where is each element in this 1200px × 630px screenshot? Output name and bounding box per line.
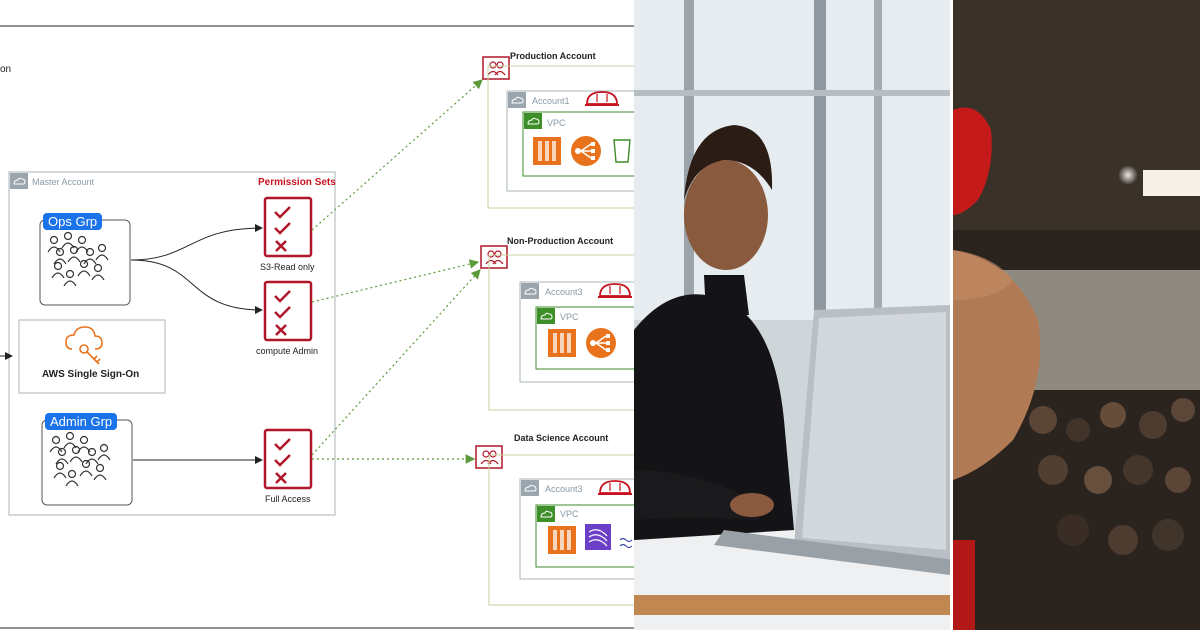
account-title: Data Science Account bbox=[514, 433, 609, 443]
ds-account-box bbox=[488, 454, 634, 606]
sso-cloud-key-icon bbox=[65, 326, 103, 365]
helmet-icon bbox=[597, 283, 633, 298]
boxing-photo bbox=[953, 0, 1200, 630]
checkbox-icon bbox=[263, 280, 313, 342]
vpc-label: VPC bbox=[560, 312, 579, 322]
account3-box bbox=[519, 478, 634, 580]
compute-to-nonprod-arrow bbox=[311, 259, 480, 303]
cloud-icon bbox=[507, 91, 527, 109]
cloud-icon bbox=[520, 282, 540, 300]
checkbox-icon bbox=[263, 428, 313, 490]
account1-box bbox=[506, 90, 634, 192]
checkbox-icon bbox=[263, 196, 313, 258]
users-icon bbox=[49, 431, 111, 487]
sagemaker-icon bbox=[585, 524, 611, 550]
sso-label: AWS Single Sign-On bbox=[42, 369, 140, 380]
vpc-box bbox=[535, 504, 634, 568]
vpc-box bbox=[522, 111, 634, 177]
ec2-icon bbox=[533, 137, 561, 165]
ops-to-compute-arrow bbox=[130, 259, 263, 314]
diagram-canvas bbox=[0, 25, 634, 629]
permission-set-label: Full Access bbox=[265, 494, 311, 504]
account-sub-label: Account3 bbox=[545, 484, 583, 494]
s3-to-prod-arrow bbox=[311, 79, 483, 231]
architecture-diagram: on Master Account Permission Sets Ops Gr… bbox=[0, 25, 634, 629]
vpc-icon bbox=[536, 505, 556, 523]
sso-box bbox=[18, 319, 166, 394]
cropped-title-fragment: on bbox=[0, 64, 12, 75]
prod-account-box bbox=[487, 65, 634, 209]
permission-sets-title: Permission Sets bbox=[258, 177, 336, 188]
master-account-box bbox=[8, 171, 336, 516]
account-sub-label: Account1 bbox=[532, 96, 570, 106]
nonprod-account-box bbox=[488, 254, 634, 411]
master-account-label: Master Account bbox=[32, 177, 95, 187]
account-icon bbox=[480, 245, 508, 269]
helmet-icon bbox=[597, 480, 633, 495]
account-icon bbox=[482, 56, 510, 80]
woman-laptop-photo bbox=[634, 0, 950, 630]
account-sub-label: Account3 bbox=[545, 287, 583, 297]
permission-set-label: S3-Read only bbox=[260, 262, 315, 272]
cloud-icon bbox=[9, 172, 29, 190]
ops-group-tag: Ops Grp bbox=[43, 213, 103, 230]
permission-set-label: compute Admin bbox=[256, 346, 319, 356]
stream-icon bbox=[619, 537, 633, 549]
vpc-icon bbox=[523, 112, 543, 130]
bucket-icon bbox=[613, 139, 631, 163]
account-title: Non-Production Account bbox=[507, 236, 614, 246]
ops-to-s3-arrow bbox=[130, 224, 263, 261]
full-to-nonprod-arrow bbox=[311, 269, 481, 456]
account-title: Production Account bbox=[510, 51, 596, 61]
vpc-box bbox=[535, 306, 634, 370]
load-balancer-icon bbox=[585, 327, 617, 359]
account3-box bbox=[519, 281, 634, 383]
cloud-icon bbox=[520, 479, 540, 497]
vpc-label: VPC bbox=[560, 509, 579, 519]
users-icon bbox=[47, 231, 109, 287]
load-balancer-icon bbox=[570, 135, 602, 167]
admin-group-tag: Admin Grp bbox=[45, 413, 118, 430]
ec2-icon bbox=[548, 329, 576, 357]
vpc-label: VPC bbox=[547, 118, 566, 128]
photo-separator bbox=[950, 0, 953, 630]
vpc-icon bbox=[536, 307, 556, 325]
ec2-icon bbox=[548, 526, 576, 554]
helmet-icon bbox=[584, 91, 620, 106]
